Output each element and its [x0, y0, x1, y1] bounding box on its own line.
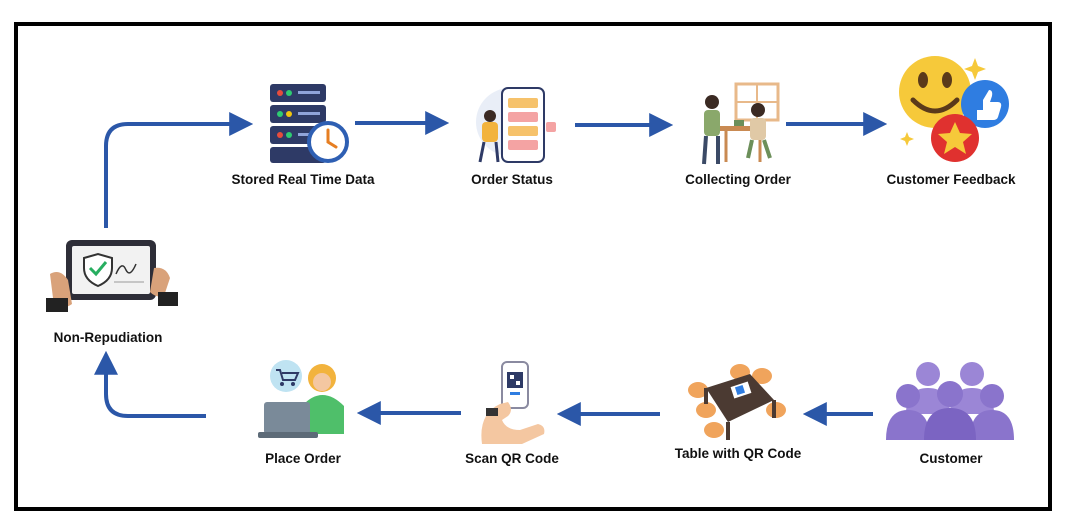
node-non-repudiation — [46, 234, 178, 327]
label-order-status: Order Status — [471, 172, 553, 187]
label-stored-data: Stored Real Time Data — [231, 172, 375, 187]
label-place-order: Place Order — [265, 451, 341, 466]
node-stored-data — [262, 80, 352, 171]
label-table-qr: Table with QR Code — [674, 446, 802, 461]
label-non-repudiation: Non-Repudiation — [53, 330, 163, 345]
restaurant-service-icon — [702, 82, 780, 165]
node-table-qr — [684, 358, 788, 449]
node-collecting-order — [690, 80, 786, 173]
hand-phone-qr-icon — [481, 361, 545, 444]
node-order-status — [470, 82, 560, 173]
feedback-emoji-icon — [899, 56, 1009, 162]
person-laptop-icon — [258, 360, 344, 438]
node-place-order — [258, 356, 358, 447]
node-customer — [884, 360, 1016, 449]
tablet-signature-icon — [46, 240, 178, 312]
node-customer-feedback — [893, 52, 1017, 169]
arrow-place-to-nonrep — [94, 350, 206, 418]
arrow-nonrep-to-stored — [104, 112, 254, 228]
label-scan-qr: Scan QR Code — [465, 451, 559, 466]
phone-order-icon — [476, 87, 556, 163]
node-scan-qr — [476, 358, 556, 451]
server-clock-icon — [270, 84, 349, 163]
label-customer-feedback: Customer Feedback — [886, 172, 1016, 187]
label-collecting-order: Collecting Order — [685, 172, 791, 187]
people-group-icon — [886, 362, 1014, 440]
dining-table-icon — [688, 364, 786, 440]
label-customer: Customer — [919, 451, 983, 466]
